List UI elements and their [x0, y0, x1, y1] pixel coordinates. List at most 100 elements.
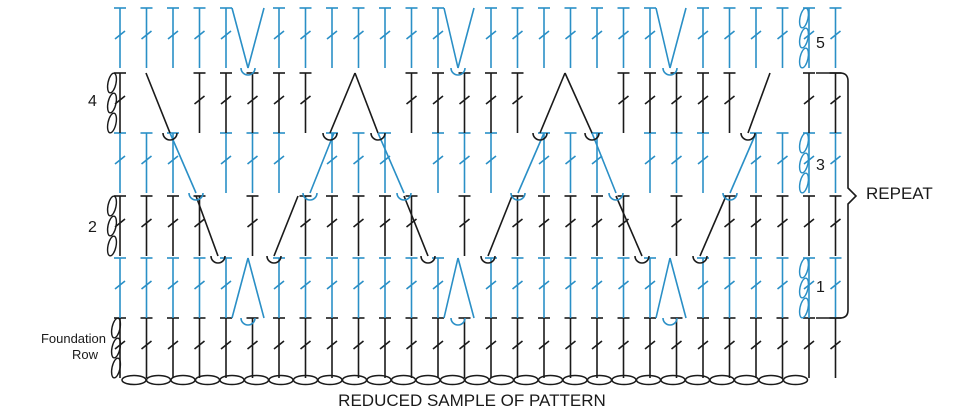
diagonal-stitch: [443, 257, 459, 319]
stitch-loop: [188, 192, 204, 201]
double-crochet-symbol: [697, 7, 709, 68]
diagonal-stitch: [403, 195, 429, 257]
double-crochet-symbol: [326, 317, 338, 378]
turning-chain-row-1: [798, 257, 810, 319]
foundation-row-label: Row: [72, 347, 99, 362]
chain-stitch: [268, 374, 294, 386]
double-crochet-symbol: [485, 317, 497, 378]
diagonal-stitch: [669, 257, 687, 319]
turning-chain-foundation: [110, 317, 122, 379]
double-crochet-symbol: [273, 317, 285, 378]
double-crochet-symbol: [485, 257, 497, 318]
double-crochet-symbol: [511, 195, 524, 256]
chain-stitch: [488, 374, 515, 386]
double-crochet-symbol: [750, 195, 762, 256]
double-crochet-symbol: [458, 195, 471, 256]
double-crochet-symbol: [829, 195, 842, 256]
stitch-loop: [722, 192, 738, 201]
chain-stitch: [439, 374, 466, 386]
double-crochet-symbol: [140, 317, 153, 378]
stitch-loop: [662, 317, 678, 326]
double-crochet-symbol: [750, 257, 762, 318]
chain-stitch: [341, 374, 368, 386]
chain-stitch: [709, 374, 735, 386]
double-crochet-symbol: [352, 195, 365, 256]
double-crochet-symbol: [379, 7, 391, 68]
double-crochet-symbol: [140, 7, 153, 68]
double-crochet-symbol: [829, 132, 842, 193]
double-crochet-symbol: [220, 72, 232, 133]
stitch-loop: [266, 255, 282, 264]
double-crochet-symbol: [405, 7, 418, 68]
double-crochet-symbol: [617, 317, 630, 378]
double-crochet-symbol: [829, 7, 842, 68]
diagonal-stitch: [377, 132, 405, 194]
chain-stitch: [121, 374, 147, 386]
double-crochet-symbol: [591, 257, 603, 318]
double-crochet-symbol: [432, 257, 444, 318]
double-crochet-symbol: [326, 195, 338, 256]
stitch-loop: [302, 192, 318, 201]
double-crochet-symbol: [432, 132, 444, 193]
repeat-brace: [816, 72, 858, 319]
diagonal-stitch: [539, 72, 566, 134]
double-crochet-symbol: [564, 132, 577, 193]
stitch-loop: [370, 132, 386, 141]
double-crochet-symbol: [140, 132, 153, 193]
double-crochet-symbol: [617, 257, 630, 318]
double-crochet-symbol: [220, 317, 232, 378]
chain-stitch: [464, 374, 490, 386]
double-crochet-symbol: [379, 132, 391, 193]
double-crochet-symbol: [193, 317, 206, 378]
chain-stitch: [635, 374, 662, 386]
double-crochet-symbol: [829, 257, 842, 318]
turning-chain-stitch: [798, 47, 810, 69]
double-crochet-symbol: [723, 317, 736, 378]
stitch-loop: [240, 67, 256, 76]
stitch-loop: [450, 317, 466, 326]
double-crochet-symbol: [405, 72, 418, 133]
turning-chains: [106, 7, 810, 386]
double-crochet-symbol: [458, 132, 471, 193]
turning-chain-stitch: [798, 7, 810, 29]
foundation-label: Foundation: [41, 331, 106, 346]
double-crochet-symbol: [352, 7, 365, 68]
double-crochet-symbol: [352, 257, 365, 318]
turning-chain-row-5: [798, 7, 810, 69]
double-crochet-symbol: [299, 72, 312, 133]
double-crochet-symbol: [167, 257, 179, 318]
double-crochet-symbol: [511, 257, 524, 318]
double-crochet-symbol: [273, 132, 285, 193]
double-crochet-symbol: [299, 257, 312, 318]
chain-stitch: [537, 374, 564, 386]
row-4-stitches: [114, 72, 842, 133]
double-crochet-symbol: [776, 7, 789, 68]
double-crochet-symbol: [538, 257, 550, 318]
turning-chain-stitch: [798, 152, 810, 174]
stitch-loop: [450, 67, 466, 76]
double-crochet-symbol: [299, 317, 312, 378]
diagonal-stitch: [195, 195, 219, 257]
diagonal-stitch: [564, 72, 593, 134]
turning-chain-stitch: [106, 92, 118, 114]
row-number-5: 5: [816, 35, 825, 52]
chain-stitch: [145, 374, 172, 386]
diagonal-stitch: [145, 72, 171, 134]
double-crochet-symbol: [114, 132, 126, 193]
turning-chain-stitch: [798, 172, 810, 194]
chain-stitch: [390, 374, 417, 386]
double-crochet-symbol: [564, 317, 577, 378]
stitch-loop: [634, 255, 650, 264]
double-crochet-symbol: [803, 257, 815, 318]
chain-stitch: [194, 374, 221, 386]
double-crochet-symbol: [485, 72, 497, 133]
row-2-stitches: [114, 195, 842, 256]
double-crochet-symbol: [617, 72, 630, 133]
double-crochet-symbol: [140, 195, 153, 256]
row-number-2: 2: [88, 219, 97, 236]
turning-chain-stitch: [110, 357, 122, 379]
diagonal-stitch: [231, 7, 249, 69]
diagonal-stitch: [699, 195, 727, 257]
diagonal-stitch: [457, 257, 475, 319]
chain-stitch: [684, 374, 711, 386]
